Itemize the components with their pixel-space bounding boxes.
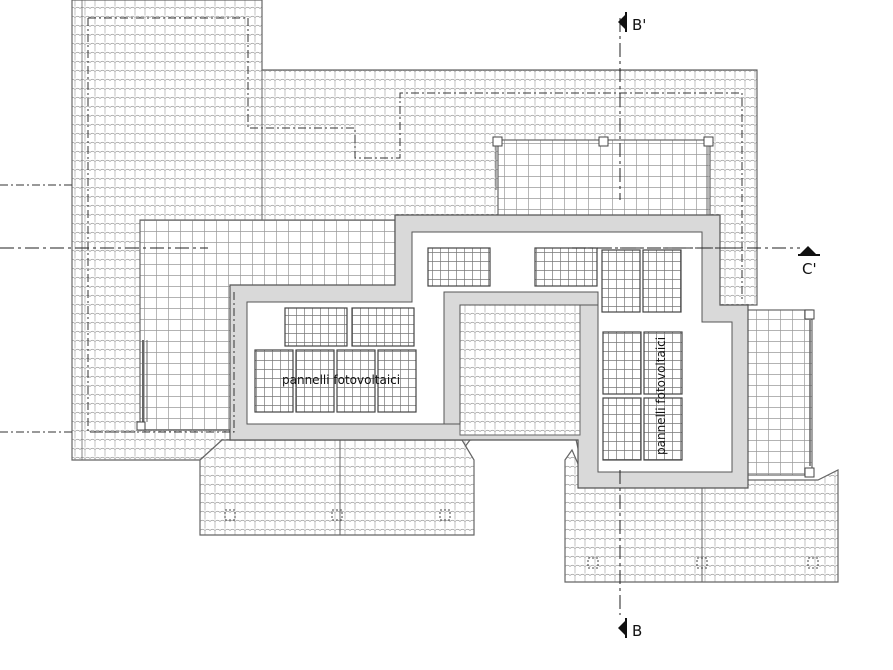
pv-label-horizontal: pannelli fotovoltaici — [282, 373, 400, 387]
pv-label-vertical: pannelli fotovoltaici — [654, 337, 668, 455]
footprint-dashed-outline — [0, 17, 743, 433]
section-marker-right: C' — [798, 246, 820, 278]
section-label-bottom: B — [632, 622, 642, 640]
pv-panel-group-top — [427, 247, 682, 313]
section-marker-top: B' — [618, 12, 646, 34]
pv-panel-group-right — [602, 331, 683, 461]
lower-roof-pitch-left — [199, 439, 475, 536]
section-label-right: C' — [802, 260, 817, 278]
terrace-top — [492, 136, 714, 221]
section-label-top: B' — [632, 16, 646, 34]
section-marker-bottom: B — [618, 618, 642, 640]
pv-panel-group-left — [254, 307, 417, 413]
terrace-right — [741, 309, 815, 478]
